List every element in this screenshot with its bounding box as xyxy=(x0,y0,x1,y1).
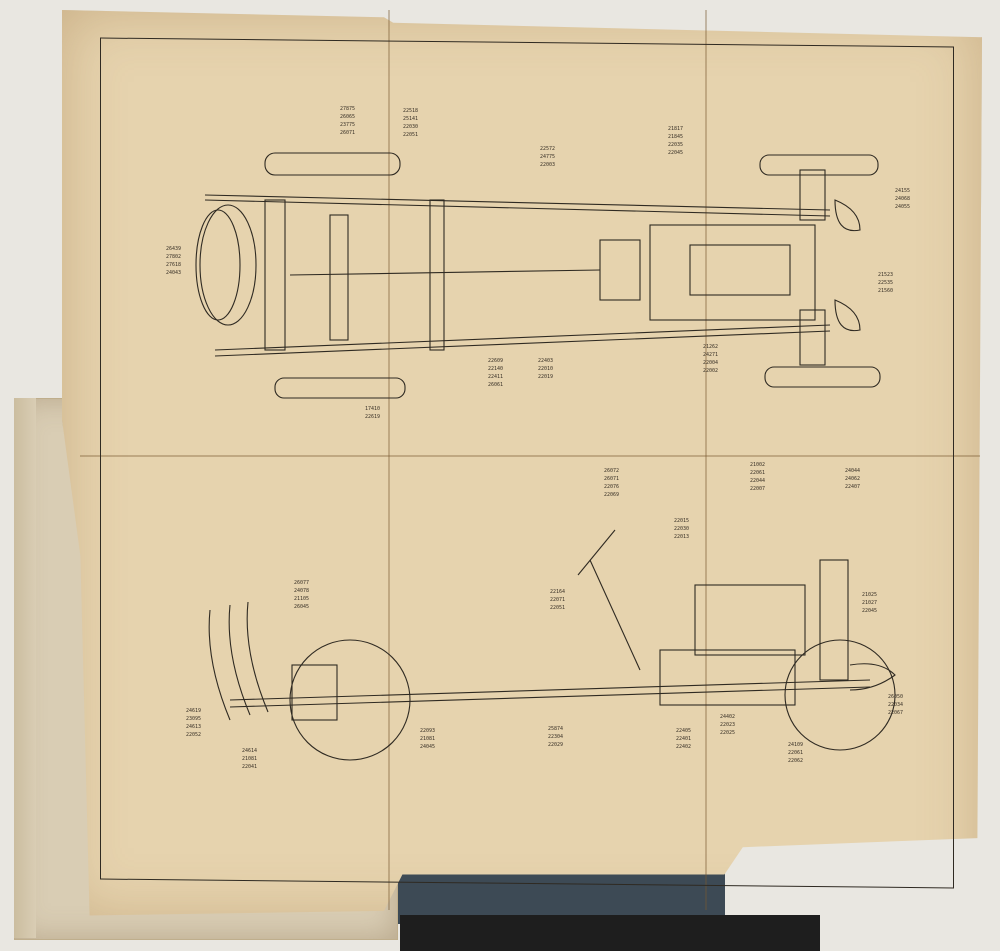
part-number: 22010 xyxy=(538,366,553,372)
booklet-spine xyxy=(14,398,36,938)
part-number: 21262 xyxy=(703,344,718,350)
part-number: 22411 xyxy=(488,374,503,380)
part-number: 22407 xyxy=(845,484,860,490)
callout-labels: 27875 26065 23775 26071 22518 25141 2203… xyxy=(166,106,910,770)
part-number: 27618 xyxy=(166,262,181,268)
part-number: 22051 xyxy=(550,605,565,611)
part-number: 22071 xyxy=(550,597,565,603)
part-number: 21027 xyxy=(862,600,877,606)
part-number: 26065 xyxy=(340,114,355,120)
part-number: 22572 xyxy=(540,146,555,152)
part-number: 22030 xyxy=(674,526,689,532)
part-number: 21002 xyxy=(750,462,765,468)
part-number: 22029 xyxy=(548,742,563,748)
part-number: 22067 xyxy=(888,710,903,716)
part-number: 22015 xyxy=(674,518,689,524)
part-number: 24271 xyxy=(703,352,718,358)
part-number: 26071 xyxy=(604,476,619,482)
part-number: 22304 xyxy=(548,734,563,740)
part-number: 22013 xyxy=(674,534,689,540)
part-number: 22061 xyxy=(788,750,803,756)
part-number: 24155 xyxy=(895,188,910,194)
part-number: 22052 xyxy=(186,732,201,738)
part-number: 24775 xyxy=(540,154,555,160)
part-number: 22023 xyxy=(720,722,735,728)
vertical-fold-line xyxy=(388,10,390,910)
part-number: 24078 xyxy=(294,588,309,594)
part-number: 27875 xyxy=(340,106,355,112)
part-number: 26061 xyxy=(488,382,503,388)
part-number: 22401 xyxy=(676,736,691,742)
part-number: 22044 xyxy=(750,478,765,484)
part-number: 22061 xyxy=(750,470,765,476)
part-number: 22164 xyxy=(550,589,565,595)
part-number: 21081 xyxy=(420,736,435,742)
part-number: 22405 xyxy=(676,728,691,734)
part-number: 26072 xyxy=(604,468,619,474)
vertical-fold-line xyxy=(705,10,707,910)
part-number: 24045 xyxy=(420,744,435,750)
part-number: 26439 xyxy=(166,246,181,252)
part-number: 22403 xyxy=(538,358,553,364)
horizontal-fold-line xyxy=(80,455,980,457)
part-number: 24068 xyxy=(895,196,910,202)
part-number: 24055 xyxy=(895,204,910,210)
dark-table-edge xyxy=(400,915,820,951)
part-number: 22619 xyxy=(365,414,380,420)
part-number: 22069 xyxy=(604,492,619,498)
part-number: 22030 xyxy=(403,124,418,130)
part-number: 22019 xyxy=(538,374,553,380)
part-number: 21845 xyxy=(668,134,683,140)
part-number: 24109 xyxy=(788,742,803,748)
part-number: 24402 xyxy=(720,714,735,720)
part-number: 26050 xyxy=(888,694,903,700)
part-number: 24614 xyxy=(242,748,257,754)
part-number: 22076 xyxy=(604,484,619,490)
part-number: 21817 xyxy=(668,126,683,132)
part-number: 22045 xyxy=(668,150,683,156)
part-number: 21105 xyxy=(294,596,309,602)
part-number: 22062 xyxy=(788,758,803,764)
part-number: 22003 xyxy=(540,162,555,168)
part-number: 22609 xyxy=(488,358,503,364)
part-number: 22051 xyxy=(403,132,418,138)
part-number: 21523 xyxy=(878,272,893,278)
part-number: 23095 xyxy=(186,716,201,722)
part-number: 25141 xyxy=(403,116,418,122)
part-number: 22402 xyxy=(676,744,691,750)
part-number: 22002 xyxy=(703,368,718,374)
part-number: 26071 xyxy=(340,130,355,136)
part-number: 22045 xyxy=(862,608,877,614)
part-number: 24619 xyxy=(186,708,201,714)
chassis-side-view xyxy=(208,529,896,761)
part-number: 22535 xyxy=(878,280,893,286)
part-number: 21560 xyxy=(878,288,893,294)
part-number: 22093 xyxy=(420,728,435,734)
drawing-sheet xyxy=(62,10,982,916)
part-number: 22035 xyxy=(668,142,683,148)
part-number: 26045 xyxy=(294,604,309,610)
part-number: 24613 xyxy=(186,724,201,730)
part-number: 22041 xyxy=(242,764,257,770)
chassis-plan-view xyxy=(195,152,881,399)
part-number: 25874 xyxy=(548,726,563,732)
part-number: 17410 xyxy=(365,406,380,412)
part-number: 24044 xyxy=(845,468,860,474)
part-number: 22025 xyxy=(720,730,735,736)
part-number: 24062 xyxy=(845,476,860,482)
part-number: 22004 xyxy=(703,360,718,366)
part-number: 24043 xyxy=(166,270,181,276)
part-number: 26077 xyxy=(294,580,309,586)
part-number: 27802 xyxy=(166,254,181,260)
part-number: 22034 xyxy=(888,702,903,708)
part-number: 22140 xyxy=(488,366,503,372)
part-number: 23775 xyxy=(340,122,355,128)
part-number: 22518 xyxy=(403,108,418,114)
part-number: 22007 xyxy=(750,486,765,492)
part-number: 21081 xyxy=(242,756,257,762)
part-number: 21025 xyxy=(862,592,877,598)
